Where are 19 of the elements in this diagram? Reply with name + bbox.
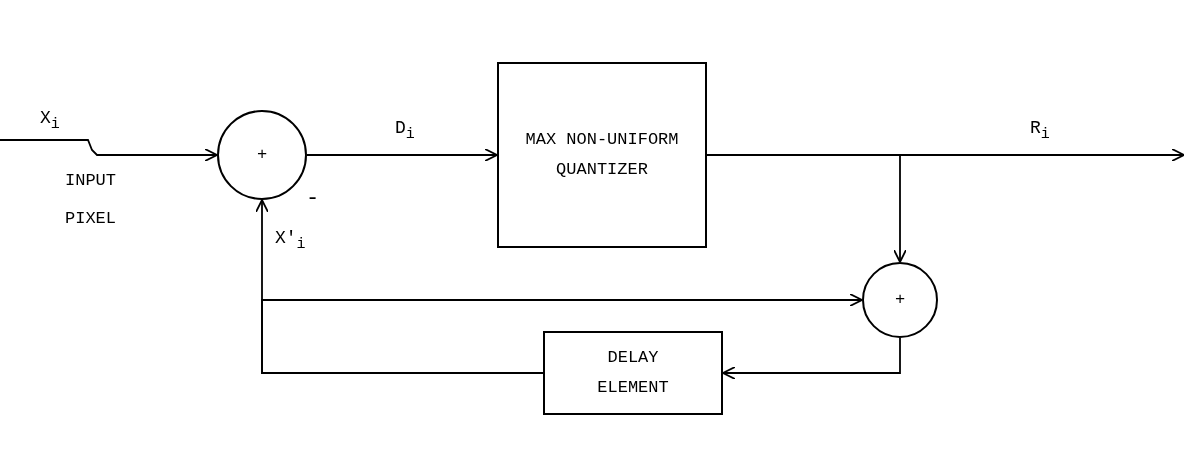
edge-label: R$_{i}$ bbox=[1030, 118, 1050, 143]
arrow bbox=[306, 148, 498, 162]
box-label: MAX NON-UNIFORM QUANTIZER bbox=[524, 129, 680, 181]
box-label: DELAY ELEMENT bbox=[596, 347, 670, 399]
minus-sign: - bbox=[306, 186, 320, 211]
edge-label: X'$_{i}$ bbox=[275, 228, 306, 253]
process-box bbox=[497, 62, 707, 248]
arrow bbox=[722, 337, 901, 380]
process-box bbox=[543, 331, 723, 415]
arrow bbox=[261, 293, 863, 374]
arrow bbox=[0, 139, 218, 162]
plus-sign: + bbox=[893, 289, 907, 311]
summing-junction bbox=[862, 262, 938, 338]
summing-junction bbox=[217, 110, 307, 200]
edge-label: D$_{i}$ bbox=[395, 118, 415, 143]
edge-label: X$_{i}$ bbox=[40, 108, 60, 133]
arrow bbox=[706, 154, 907, 263]
input-label: INPUT PIXEL bbox=[65, 170, 117, 230]
plus-sign: + bbox=[255, 144, 269, 166]
